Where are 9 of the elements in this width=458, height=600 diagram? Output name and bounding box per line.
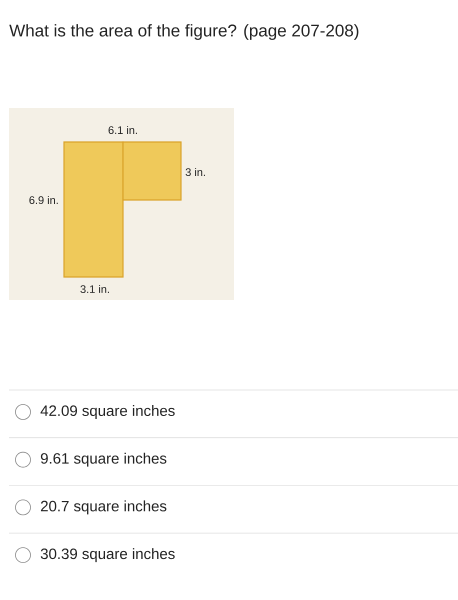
answer-option: 42.09 square inches — [40, 405, 175, 419]
dimension-label: 3 in. — [186, 168, 205, 176]
answer-option: 9.61 square inches — [40, 452, 166, 467]
dimension-label: 3.1 in. — [80, 284, 109, 294]
dimension-label: 6.1 in. — [108, 126, 137, 134]
dimension-label: 6.9 in. — [29, 196, 58, 204]
answer-option: 20.7 square inches — [40, 500, 166, 514]
answer-option: 30.39 square inches — [40, 548, 175, 562]
question-text: What is the area of the figure? (page 207-208) — [9, 24, 358, 40]
